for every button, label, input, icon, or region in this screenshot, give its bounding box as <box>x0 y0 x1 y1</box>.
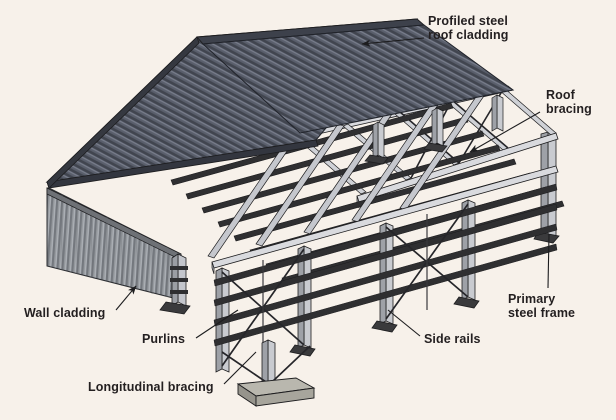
wall-cladding <box>46 187 191 315</box>
side-rails-group <box>213 183 558 347</box>
profiled-steel-roof-cladding <box>45 18 515 189</box>
longitudinal-bracing-members <box>221 203 469 367</box>
label-profiled-steel-roof-cladding: Profiled steel roof cladding <box>428 14 509 43</box>
leader-profiled-steel-roof-cladding <box>361 37 425 47</box>
label-wall-cladding: Wall cladding <box>24 306 106 320</box>
interior-frame-columns <box>364 94 504 165</box>
leader-purlins <box>195 309 239 339</box>
leader-roof-bracing <box>469 111 541 153</box>
label-primary-steel-frame: Primary steel frame <box>508 292 576 321</box>
label-purlins: Purlins <box>142 332 186 346</box>
leader-lines <box>115 37 550 385</box>
leader-side-rails <box>387 309 421 337</box>
base-pad-group <box>221 339 316 407</box>
label-longitudinal-bracing: Longitudinal bracing <box>88 380 214 394</box>
leader-wall-cladding <box>115 285 137 311</box>
leader-primary-steel-frame <box>547 233 550 289</box>
side-wall-eaves-beam <box>211 165 559 275</box>
label-roof-bracing: Roof bracing <box>546 88 592 117</box>
label-side-rails: Side rails <box>424 332 481 346</box>
leader-longitudinal-bracing <box>223 351 257 385</box>
